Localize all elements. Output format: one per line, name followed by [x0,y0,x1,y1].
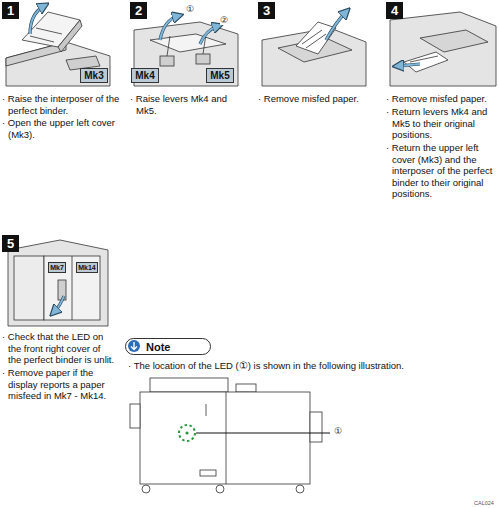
instruction-text: · Check that the LED on the front right … [2,331,116,366]
node-text: Mk4 [135,70,154,81]
figure-code: CAL024 [474,500,494,507]
step4-illustration [390,12,496,86]
callout-number: ② [220,16,228,25]
step-number: 4 [386,2,403,19]
step3-illustration [262,12,366,86]
instruction-text: · Return levers Mk4 and Mk5 to their ori… [386,106,500,141]
instruction-text: · Remove misfed paper. [386,93,500,105]
node-text: 3 [263,3,270,18]
part-label: Mk7 [48,262,66,273]
note-text: · The location of the LED (①) is shown i… [128,360,494,372]
node-text: 5 [7,236,14,251]
step5-illustration [8,240,108,326]
node-text: Mk3 [84,70,103,81]
instruction-text: · Remove misfed paper. [258,93,374,105]
part-label: Mk14 [76,262,98,273]
node-text: Note [146,341,170,353]
instruction-text: · Open the upper left cover (Mk3). [2,117,120,140]
node-text: 1 [7,3,14,18]
note-heading: Note [125,338,211,355]
part-label: Mk4 [131,68,159,83]
led-marker [179,425,330,441]
note-icon [128,340,140,352]
instruction-text: · Remove paper if the display reports a … [2,367,116,402]
callout-number: ① [334,427,342,436]
node-text: Mk5 [210,70,229,81]
machine-illustration [130,378,322,493]
step-number: 5 [2,235,19,252]
instruction-text: · Raise the interposer of the perfect bi… [2,93,120,116]
part-label: Mk3 [80,68,108,83]
node-text: 4 [391,3,398,18]
leader-line [196,433,330,434]
node-text: Mk7 [50,264,64,271]
instruction-text: · Return the upper left cover (Mk3) and … [386,142,500,200]
instruction-text: · Raise levers Mk4 and Mk5. [130,93,246,116]
node-text: 2 [135,3,142,18]
node-text: Mk14 [78,264,96,271]
step2-illustration [134,16,238,86]
step-number: 2 [130,2,147,19]
part-label: Mk5 [206,68,234,83]
step-number: 1 [2,2,19,19]
callout-number: ① [186,5,194,14]
step1-illustration [6,6,110,86]
step-number: 3 [258,2,275,19]
